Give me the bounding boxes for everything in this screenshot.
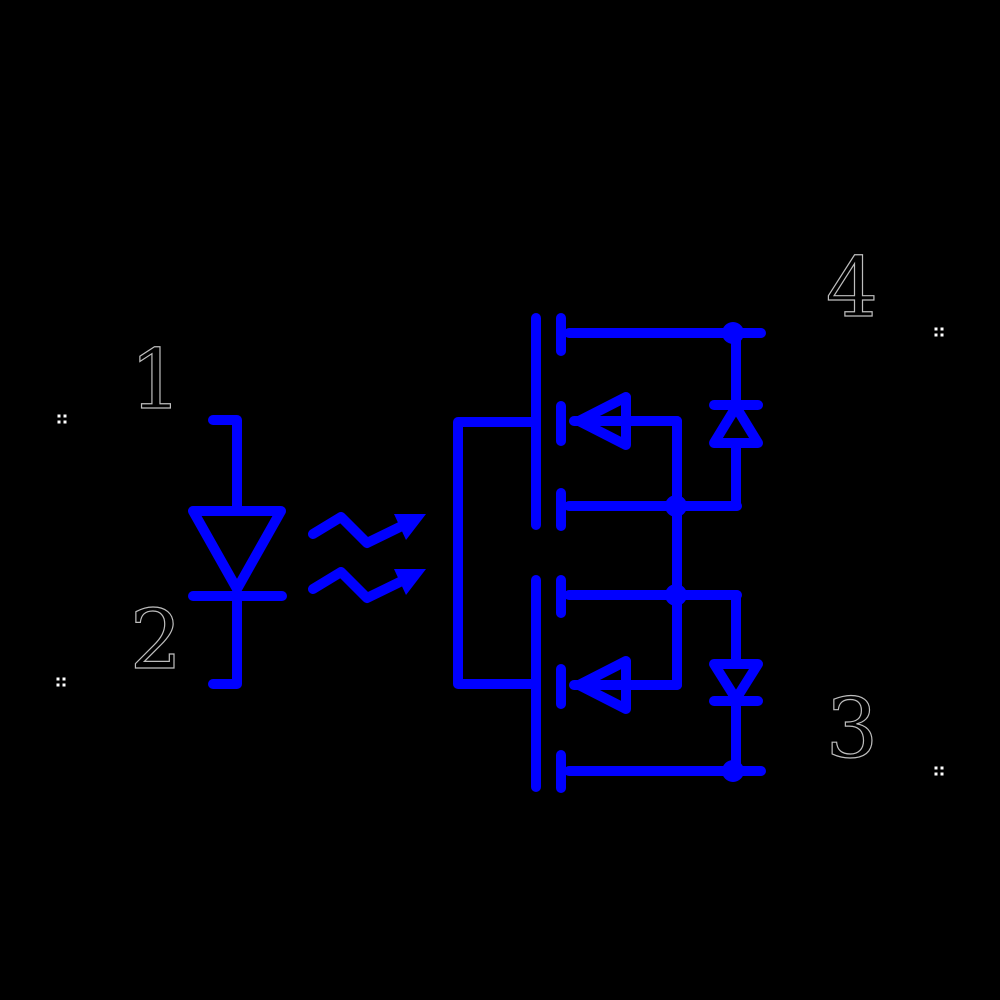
pin-terminal-mark-4 (934, 327, 944, 337)
led-cathode-wire (208, 591, 242, 689)
pin-terminal-mark-2 (56, 677, 66, 687)
body-diode-upper (709, 328, 763, 511)
junction-dot-source-lower (665, 584, 687, 606)
body-diode-lower (709, 590, 763, 776)
light-arrow-upper-shaft (308, 512, 413, 548)
led-triangle (188, 506, 286, 594)
body-diode-upper-triangle (709, 402, 763, 448)
mosfet-lower-body-arrow (574, 656, 631, 714)
led-anode-wire (208, 415, 242, 513)
pin-label-1: 1 (130, 333, 182, 428)
pin-terminal-mark-1 (57, 414, 67, 424)
pin-label-3: 3 (826, 682, 878, 777)
pin-label-4: 4 (826, 241, 878, 336)
pin-terminal-mark-3 (934, 766, 944, 776)
light-arrow-upper-head (394, 514, 426, 540)
light-arrow-lower-shaft (308, 567, 413, 603)
mosfet-upper-body-arrow (574, 392, 631, 450)
junction-dot-drain-upper (722, 322, 744, 344)
body-diode-lower-triangle (709, 659, 763, 704)
junction-dots (665, 322, 744, 782)
junction-dot-drain-lower (722, 760, 744, 782)
gate-tie-wire (453, 417, 539, 689)
pin-label-2: 2 (130, 593, 182, 688)
light-arrows (308, 512, 426, 603)
junction-dot-source-upper (665, 495, 687, 517)
light-arrow-lower-head (394, 569, 426, 595)
mosfet-upper (531, 313, 766, 531)
led-symbol (188, 415, 287, 689)
